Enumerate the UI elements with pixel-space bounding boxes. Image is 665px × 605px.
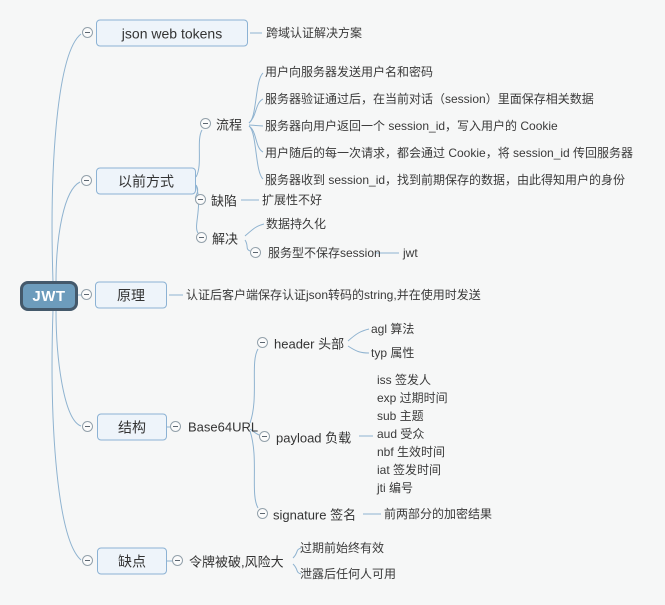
note-jwt[interactable]: jwt xyxy=(403,246,418,260)
topic-solution[interactable]: 解决 xyxy=(212,231,239,247)
collapse-icon-principle[interactable] xyxy=(81,289,92,300)
note-cross-domain-auth[interactable]: 跨域认证解决方案 xyxy=(266,26,363,40)
payload-field-exp: exp 过期时间 xyxy=(377,391,448,405)
payload-field-aud: aud 受众 xyxy=(377,427,425,441)
collapse-icon-structure[interactable] xyxy=(82,421,93,432)
topic-defect[interactable]: 缺陷 xyxy=(211,193,238,209)
process-step-5[interactable]: 服务器收到 session_id，找到前期保存的数据，由此得知用户的身份 xyxy=(265,173,626,187)
topic-stateless-session[interactable]: 服务型不保存session xyxy=(268,246,381,260)
process-step-2[interactable]: 服务器验证通过后，在当前对话（session）里面保存相关数据 xyxy=(265,92,594,106)
process-step-4[interactable]: 用户随后的每一次请求，都会通过 Cookie，将 session_id 传回服务… xyxy=(265,146,634,160)
collapse-icon-drawbacks[interactable] xyxy=(82,555,93,566)
payload-field-nbf: nbf 生效时间 xyxy=(377,445,446,459)
topic-base64url[interactable]: Base64URL xyxy=(188,419,259,435)
topic-process[interactable]: 流程 xyxy=(216,117,243,133)
topic-signature[interactable]: signature 签名 xyxy=(273,507,357,523)
collapse-icon-signature[interactable] xyxy=(257,508,268,519)
topic-payload[interactable]: payload 负载 xyxy=(276,430,352,446)
topic-json-web-tokens[interactable]: json web tokens xyxy=(96,19,248,47)
topic-structure[interactable]: 结构 xyxy=(97,413,167,441)
note-principle[interactable]: 认证后客户端保存认证json转码的string,并在使用时发送 xyxy=(186,288,481,302)
note-data-persistence[interactable]: 数据持久化 xyxy=(266,217,327,231)
collapse-icon-risk[interactable] xyxy=(172,555,183,566)
collapse-icon-defect[interactable] xyxy=(195,194,206,205)
note-anyone-can-use-if-leaked[interactable]: 泄露后任何人可用 xyxy=(300,567,397,581)
payload-field-iat: iat 签发时间 xyxy=(377,463,442,477)
topic-header[interactable]: header 头部 xyxy=(274,336,345,352)
payload-field-jti: jti 编号 xyxy=(377,481,414,495)
collapse-icon-payload[interactable] xyxy=(259,431,270,442)
collapse-icon-base64url[interactable] xyxy=(170,421,181,432)
note-alg[interactable]: agl 算法 xyxy=(371,322,415,336)
collapse-icon-solution[interactable] xyxy=(196,232,207,243)
note-typ[interactable]: typ 属性 xyxy=(371,346,415,360)
collapse-icon-json-web-tokens[interactable] xyxy=(82,27,93,38)
topic-old-way[interactable]: 以前方式 xyxy=(96,167,196,195)
collapse-icon-process[interactable] xyxy=(200,118,211,129)
note-poor-scalability[interactable]: 扩展性不好 xyxy=(262,193,323,207)
topic-drawbacks[interactable]: 缺点 xyxy=(97,547,167,575)
payload-field-iss: iss 签发人 xyxy=(377,373,432,387)
payload-fields[interactable]: iss 签发人 exp 过期时间 sub 主题 aud 受众 nbf 生效时间 … xyxy=(377,371,448,497)
topic-token-risk[interactable]: 令牌被破,风险大 xyxy=(189,554,284,570)
topic-principle[interactable]: 原理 xyxy=(95,281,167,309)
collapse-icon-stateless[interactable] xyxy=(250,247,261,258)
note-valid-until-expiry[interactable]: 过期前始终有效 xyxy=(300,541,385,555)
payload-field-sub: sub 主题 xyxy=(377,409,424,423)
process-step-1[interactable]: 用户向服务器发送用户名和密码 xyxy=(265,65,434,79)
root-topic-jwt[interactable]: JWT xyxy=(20,281,78,311)
process-step-3[interactable]: 服务器向用户返回一个 session_id，写入用户的 Cookie xyxy=(265,119,558,133)
collapse-icon-header[interactable] xyxy=(257,337,268,348)
collapse-icon-old-way[interactable] xyxy=(81,175,92,186)
note-signature-result[interactable]: 前两部分的加密结果 xyxy=(384,507,493,521)
